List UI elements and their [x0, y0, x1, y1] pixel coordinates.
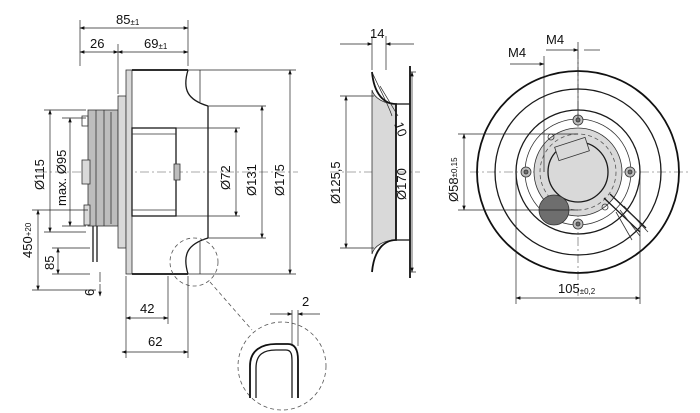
dim-125-5: Ø125,5 [328, 95, 374, 249]
svg-text:2: 2 [302, 294, 309, 309]
svg-text:10: 10 [391, 120, 410, 139]
svg-text:Ø58±0,15: Ø58±0,15 [446, 157, 461, 202]
dim-m4-left: M4 [508, 45, 545, 172]
dim-m4-right: M4 [546, 32, 600, 118]
svg-text:26: 26 [90, 36, 104, 51]
svg-text:max. Ø95: max. Ø95 [54, 150, 69, 206]
front-view: M4 M4 Ø58±0,15 105±0,2 [446, 32, 690, 304]
dim-max95: max. Ø95 [54, 117, 86, 227]
dim-450: 450+20 [20, 209, 96, 291]
svg-text:Ø115: Ø115 [32, 159, 47, 190]
dim-175: Ø175 [188, 69, 296, 275]
detail-view: 2 [237, 294, 327, 411]
svg-text:Ø125,5: Ø125,5 [328, 161, 343, 204]
svg-text:14: 14 [370, 26, 384, 41]
side-view: 85±1 26 69±1 Ø115 max. Ø95 450 [20, 12, 298, 358]
svg-text:M4: M4 [508, 45, 526, 60]
dim-10-angle: 10 [371, 71, 410, 139]
svg-text:85±1: 85±1 [116, 12, 140, 27]
svg-text:42: 42 [140, 301, 154, 316]
dim-14: 14 [340, 26, 414, 70]
svg-text:Ø175: Ø175 [272, 164, 287, 196]
rotor-hub [131, 127, 181, 217]
dim-69: 69±1 [117, 36, 189, 54]
dim-131: Ø131 [208, 105, 266, 239]
dim-85: 85±1 [79, 12, 189, 66]
detail-leader [209, 281, 253, 331]
mount-holes [520, 114, 636, 230]
dim-6: 6 [82, 272, 102, 297]
dim-72: Ø72 [176, 127, 240, 217]
svg-text:450+20: 450+20 [20, 222, 35, 258]
detail-circle-small [169, 237, 219, 287]
dim-26: 26 [79, 36, 119, 94]
svg-text:Ø72: Ø72 [218, 165, 233, 190]
svg-text:105±0,2: 105±0,2 [558, 281, 596, 296]
dim-42: 42 [125, 276, 169, 358]
label-plate [554, 136, 590, 162]
svg-text:85: 85 [42, 256, 57, 270]
profile-view: 14 10 Ø125,5 Ø170 [328, 26, 420, 278]
dim-115: Ø115 [32, 109, 86, 233]
svg-text:6: 6 [82, 289, 97, 296]
dim-170: Ø170 [394, 71, 416, 273]
svg-text:Ø170: Ø170 [394, 168, 409, 200]
svg-text:69±1: 69±1 [144, 36, 168, 51]
dim-58: Ø58±0,15 [446, 133, 578, 211]
dim-62: 62 [121, 276, 189, 358]
motor-body [81, 109, 119, 227]
svg-text:M4: M4 [546, 32, 564, 47]
svg-text:Ø131: Ø131 [244, 164, 259, 196]
dim-2: 2 [270, 294, 320, 346]
dim-105: 105±0,2 [515, 176, 641, 304]
dim-85-cable: 85 [42, 247, 90, 275]
svg-text:62: 62 [148, 334, 162, 349]
detail-circle-large [237, 321, 327, 411]
cable [92, 226, 98, 262]
motor-flange [117, 69, 133, 275]
